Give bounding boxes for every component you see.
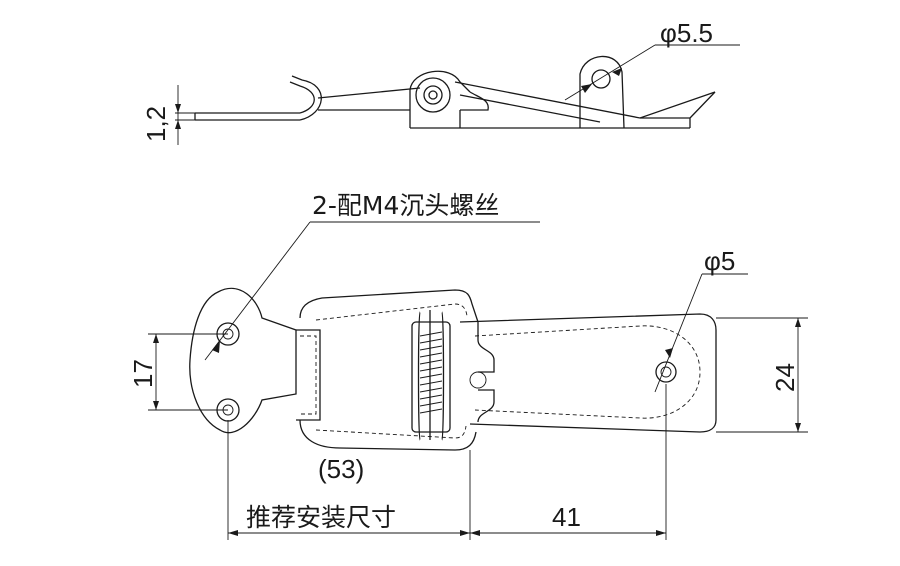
hole-top-label: φ5.5: [660, 18, 713, 48]
mount-label: 推荐安装尺寸: [246, 503, 396, 532]
spring-coil: [419, 331, 443, 414]
screw-callout: 2-配M4沉头螺丝: [312, 191, 499, 220]
hole-bottom-label: φ5: [704, 246, 735, 276]
thickness-label: 1,2: [141, 106, 171, 142]
side-view: [175, 44, 740, 145]
mount-reference: (53): [318, 454, 364, 484]
length-label: 41: [552, 502, 581, 532]
hole-spacing-label: 17: [128, 359, 158, 388]
width-label: 24: [770, 363, 800, 392]
plan-view: [148, 221, 808, 540]
